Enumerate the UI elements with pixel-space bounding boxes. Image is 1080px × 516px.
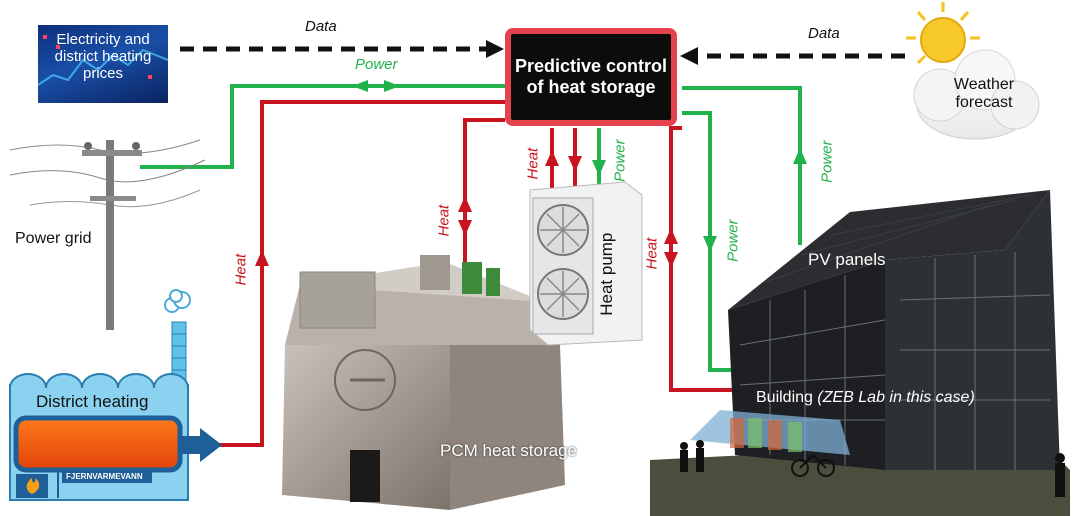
heat-label-district: Heat — [232, 253, 250, 286]
heat-line-pcm — [458, 118, 505, 268]
pv-panels-label: PV panels — [808, 250, 886, 269]
building-label-italic: (ZEB Lab in this case) — [817, 389, 975, 406]
power-label-building: Power — [724, 219, 742, 262]
power-line-pv — [682, 86, 807, 245]
price-chart-icon — [38, 35, 168, 86]
power-grid-label: Power grid — [15, 230, 92, 247]
district-heating-label: District heating — [36, 392, 149, 411]
power-line-building — [682, 111, 740, 372]
prices-line1: Electricity and — [56, 31, 150, 48]
prices-panel: Electricity and district heating prices — [38, 25, 168, 103]
weather-line1: Weather — [953, 76, 1015, 93]
weather-label: Weather forecast — [948, 76, 1020, 113]
heat-line-district — [205, 100, 505, 447]
power-label-pv: Power — [818, 140, 836, 183]
heat-label-pump: Heat — [524, 147, 542, 180]
heat-label-pcm: Heat — [435, 204, 453, 237]
weather-line2: forecast — [955, 94, 1013, 112]
weather-icon — [906, 2, 1040, 140]
prices-line2: district heating — [54, 48, 152, 65]
building — [650, 190, 1070, 516]
power-line-grid — [140, 80, 505, 169]
data-label-left: Data — [305, 18, 337, 35]
pcm-storage-label: PCM heat storage — [440, 441, 578, 460]
fjernvarme-label: FJERNVARMEVANN — [66, 472, 143, 481]
power-label-pump: Power — [611, 139, 629, 182]
power-label-top: Power — [355, 56, 398, 73]
heat-line-pump — [545, 128, 582, 192]
building-label: Building (ZEB Lab in this case) — [756, 389, 975, 407]
district-heating-plant — [9, 289, 222, 501]
heat-pump-label: Heat pump — [597, 232, 617, 316]
heat-pump-unit — [529, 181, 643, 346]
building-label-prefix: Building — [756, 389, 818, 406]
controller-title-line2: of heat storage — [526, 77, 656, 97]
heat-line-building — [664, 126, 735, 392]
heat-label-building: Heat — [643, 237, 661, 270]
controller-title-line1: Predictive control — [514, 56, 668, 76]
prices-line3: prices — [82, 65, 123, 82]
power-grid-pole — [9, 139, 206, 330]
data-arrow-right — [680, 47, 905, 65]
data-arrow-left — [180, 40, 504, 58]
data-label-right: Data — [808, 25, 840, 42]
predictive-controller: Predictive control of heat storage — [505, 28, 677, 126]
pcm-heat-storage — [282, 255, 565, 510]
